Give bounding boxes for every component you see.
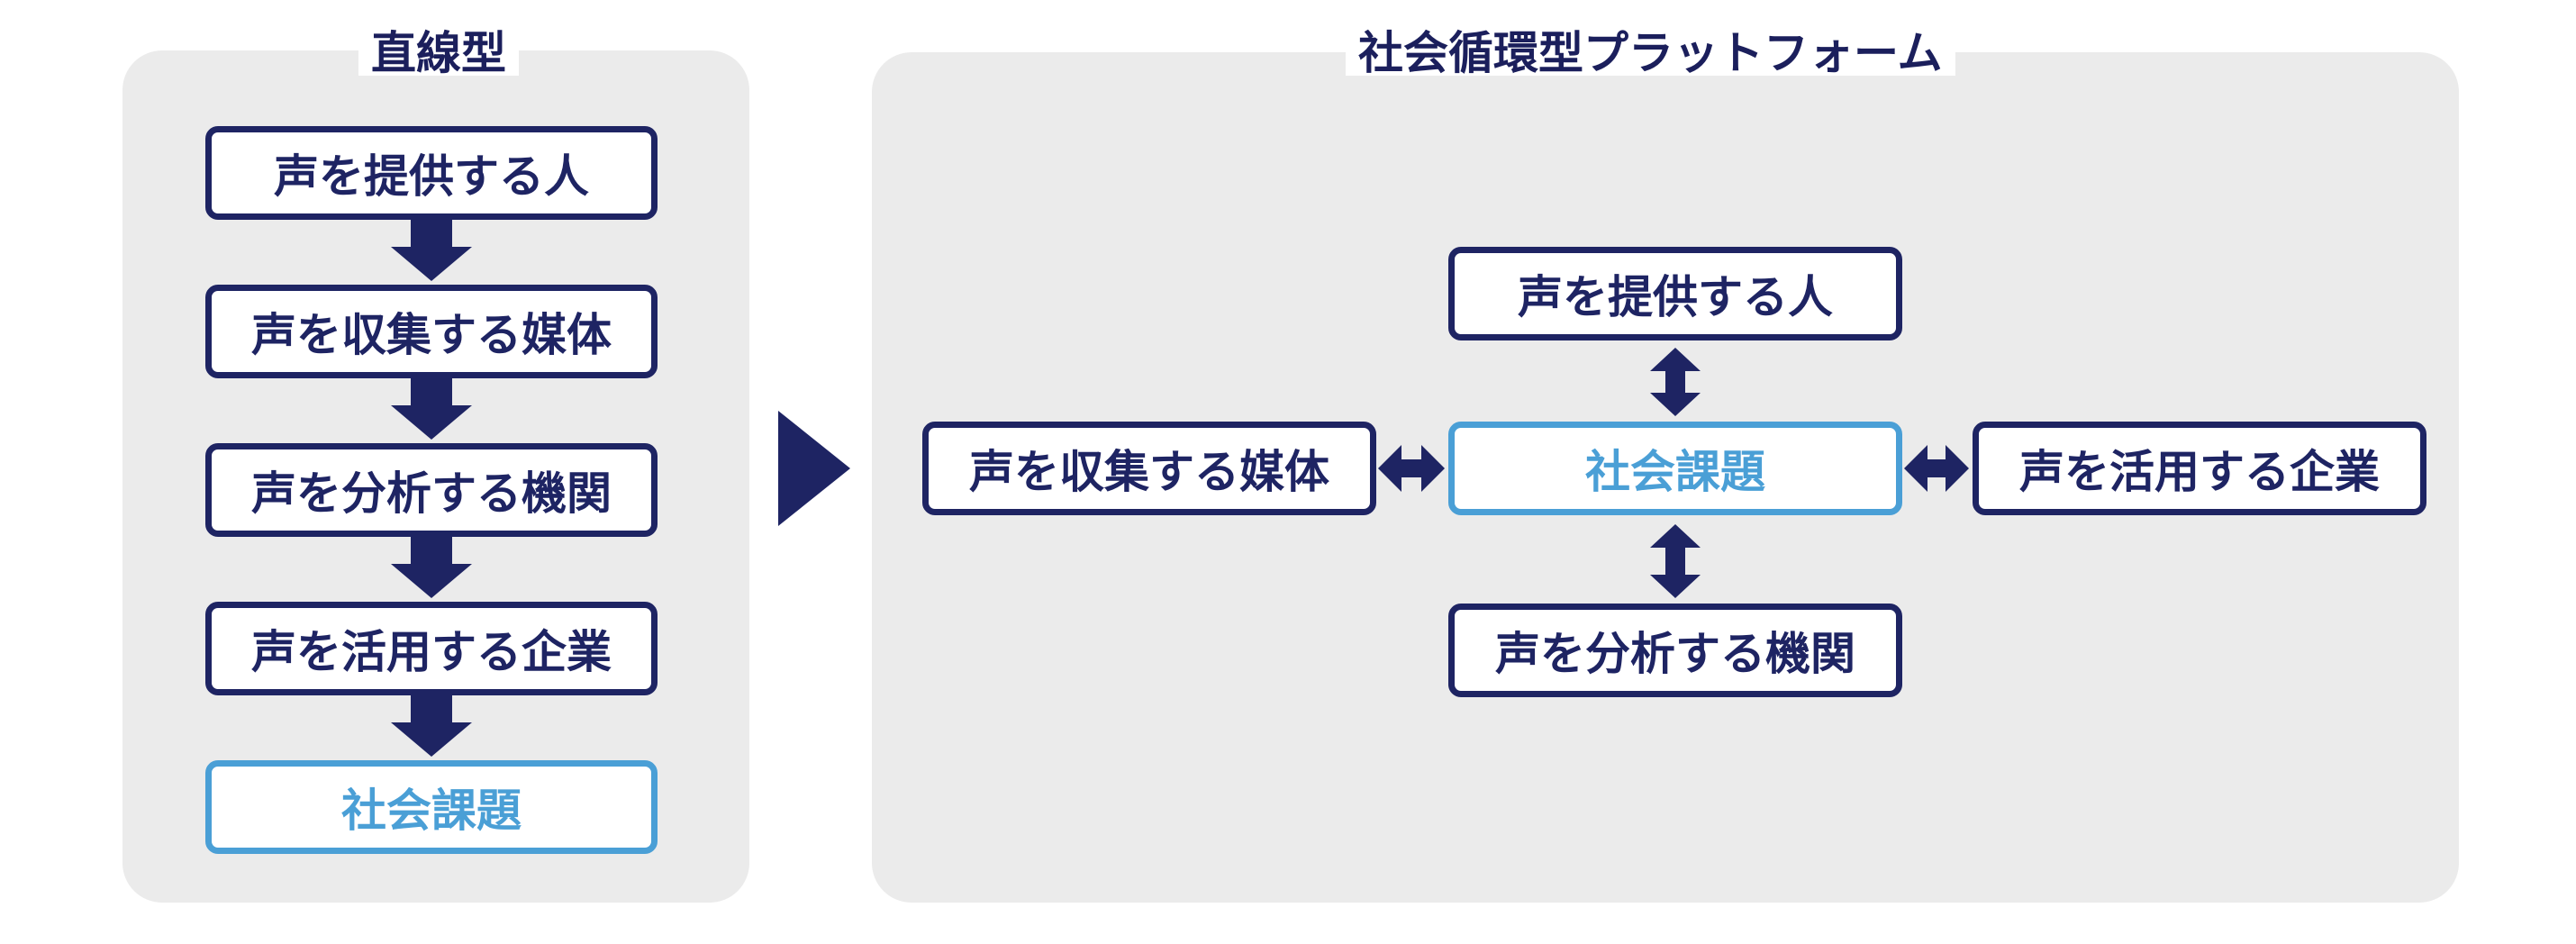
bidirectional-horizontal-arrow-icon: [1904, 445, 1969, 492]
linear-step-voice-provider: 声を提供する人: [205, 126, 658, 220]
linear-title: 直線型: [358, 31, 519, 76]
platform-voice-provider: 声を提供する人: [1448, 247, 1902, 340]
platform-voice-collector: 声を収集する媒体: [922, 422, 1376, 515]
bidirectional-vertical-arrow-icon: [1650, 524, 1701, 598]
linear-step-social-issue: 社会課題: [205, 760, 658, 854]
linear-step-voice-analyzer: 声を分析する機関: [205, 443, 658, 537]
platform-voice-analyzer: 声を分析する機関: [1448, 604, 1902, 697]
platform-title: 社会循環型プラットフォーム: [1346, 31, 1955, 76]
down-arrow-icon: [391, 695, 472, 757]
down-arrow-icon: [391, 220, 472, 281]
platform-voice-user: 声を活用する企業: [1973, 422, 2426, 515]
down-arrow-icon: [391, 537, 472, 598]
platform-social-issue: 社会課題: [1448, 422, 1902, 515]
linear-step-voice-collector: 声を収集する媒体: [205, 285, 658, 378]
linear-step-voice-user: 声を活用する企業: [205, 602, 658, 695]
bidirectional-horizontal-arrow-icon: [1378, 445, 1445, 492]
bidirectional-vertical-arrow-icon: [1650, 348, 1701, 416]
down-arrow-icon: [391, 378, 472, 440]
transition-arrow-icon: [778, 411, 850, 526]
